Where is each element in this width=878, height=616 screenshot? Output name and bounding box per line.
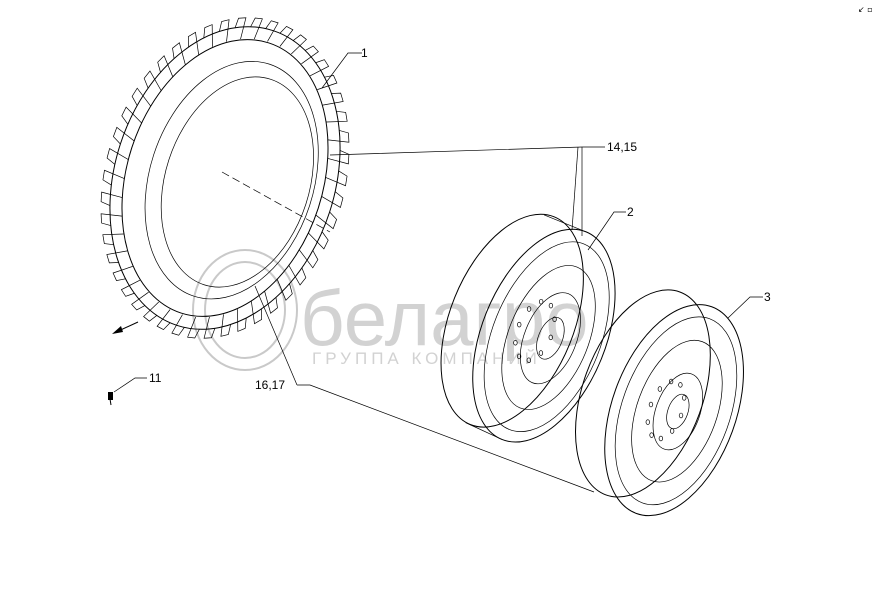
tire [100, 17, 350, 339]
bolt-hole [678, 382, 683, 388]
bolt-hole [658, 435, 664, 442]
tread-lug [317, 75, 338, 90]
tread-lug [131, 291, 149, 311]
corner-mark: ↙ ▫ [858, 5, 873, 14]
tread-lug [143, 70, 162, 91]
watermark-logo-ring [192, 249, 298, 371]
tread-lug [299, 249, 319, 269]
leader-lines [113, 52, 763, 493]
tread-lug [315, 211, 338, 230]
tread-lug [203, 24, 213, 47]
tread-lug [220, 314, 231, 337]
tread-lug [322, 92, 344, 106]
tread-lug [121, 106, 142, 125]
bolt-hole [657, 386, 663, 392]
tread-lug [327, 150, 350, 165]
tread-lug [288, 265, 307, 286]
bolt-hole [668, 378, 674, 385]
callout-2: 2 [627, 205, 634, 219]
tread-lug [187, 31, 199, 55]
tread-lug [172, 42, 186, 65]
bolt-hole [516, 353, 522, 360]
tread-lug [100, 191, 123, 206]
tread-lug [250, 17, 263, 40]
tread-lug [265, 20, 279, 42]
rim-2 [440, 213, 616, 443]
valve [108, 392, 113, 406]
tread-lug [219, 19, 230, 42]
callout-1: 1 [361, 46, 368, 60]
tread-lug [187, 316, 200, 339]
bolt-hole [526, 306, 532, 312]
tread-lug [251, 301, 263, 325]
tread-lugs [100, 17, 350, 339]
tread-lug [309, 59, 330, 77]
tread-lug [308, 231, 329, 250]
watermark: белагро ГРУППА КОМПАНИЙ [192, 249, 589, 371]
watermark-brand: белагро [300, 274, 589, 362]
bolt-hole [682, 395, 687, 401]
tread-lug [321, 191, 344, 209]
bolt-hole [678, 412, 684, 419]
bolt-hole [538, 350, 544, 356]
tread-lug [291, 34, 307, 55]
bolt-hole [526, 357, 531, 364]
tread-lug [237, 309, 247, 332]
tread-lug [106, 147, 129, 165]
tread-lug [112, 266, 133, 281]
tread-lug [143, 301, 159, 322]
bolt-hole [513, 339, 518, 346]
tread-lug [301, 45, 319, 65]
callout-16-17: 16,17 [255, 378, 285, 392]
bolt-hole [645, 419, 650, 425]
callout-11: 11 [149, 371, 162, 385]
bolt-hole [649, 432, 654, 438]
callout-3: 3 [764, 290, 771, 304]
bolt-hole [548, 334, 553, 341]
rim-3-bolt-holes [645, 378, 687, 442]
tread-lug [112, 126, 135, 145]
callout-14-15: 14,15 [607, 140, 637, 154]
bolt-hole [648, 401, 654, 408]
tread-lug [264, 291, 278, 314]
tread-lug [327, 130, 350, 143]
tread-lug [234, 17, 247, 40]
bolt-hole [669, 428, 675, 434]
bolt-hole [548, 302, 554, 309]
tread-lug [120, 279, 141, 297]
tread-lug [279, 25, 294, 47]
watermark-subtitle: ГРУППА КОМПАНИЙ [312, 349, 541, 368]
bolt-hole [539, 298, 544, 305]
tread-lug [131, 87, 151, 107]
tread-lug [156, 309, 171, 331]
tread-lug [276, 279, 293, 301]
tread-lug [102, 233, 124, 246]
tread-lug [102, 169, 125, 186]
direction-arrow [112, 321, 139, 334]
rim-2-bolt-holes [513, 298, 557, 364]
tread-lug [325, 170, 348, 187]
tread-lug [326, 110, 348, 123]
tread-lug [171, 314, 185, 336]
tread-lug [100, 213, 123, 226]
rim-3 [575, 289, 744, 517]
tread-lug [203, 316, 216, 339]
tread-lug [106, 250, 128, 264]
bolt-hole [552, 316, 557, 323]
tread-lug [157, 55, 174, 77]
bolt-hole [517, 321, 522, 328]
